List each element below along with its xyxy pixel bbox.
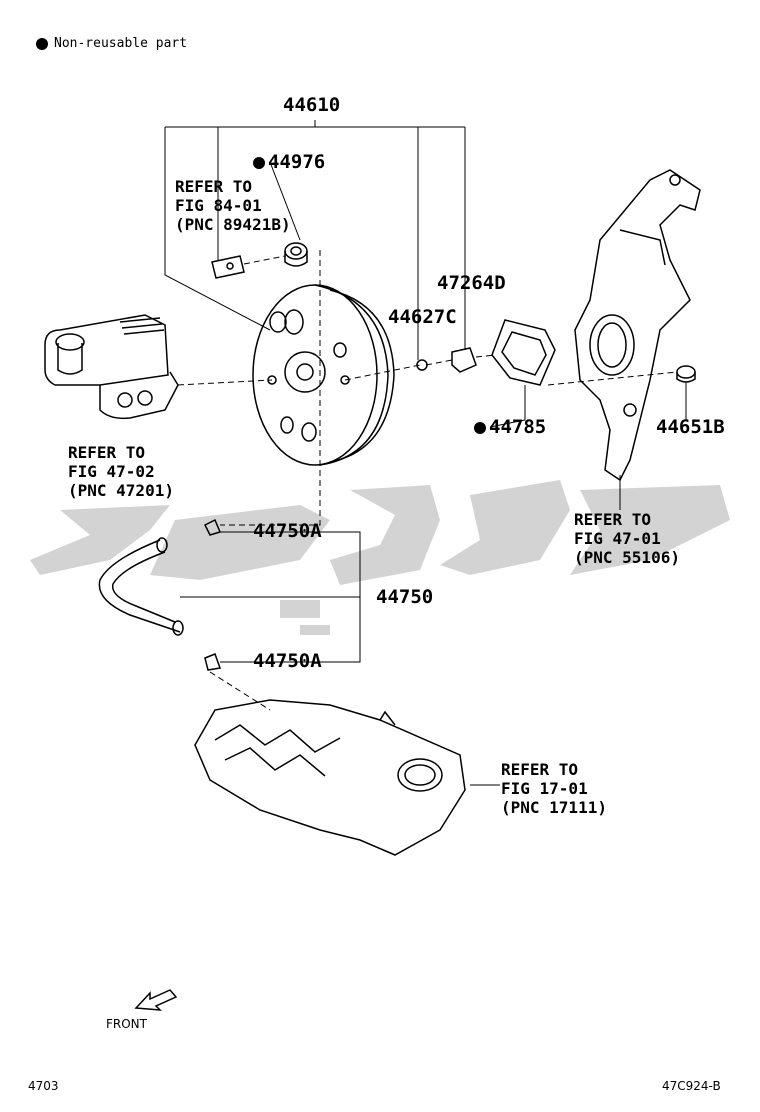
part-44651B: 44651B [656, 416, 725, 438]
part-44750A-top: 44750A [253, 520, 322, 542]
part-47264D: 47264D [437, 272, 506, 294]
master-cylinder [44, 314, 179, 420]
part-44976: 44976 [253, 153, 325, 172]
legend: Non-reusable part [36, 37, 187, 50]
dashed-lines [177, 250, 678, 711]
part-44785: 44785 [474, 418, 546, 437]
footer-right-code: 47C924-B [662, 1079, 721, 1093]
intake-manifold [194, 699, 466, 856]
bullet-icon [36, 37, 48, 50]
front-label: FRONT [106, 1017, 147, 1031]
brake-booster [252, 284, 395, 466]
leader-lines [164, 120, 687, 786]
part-44750: 44750 [376, 586, 434, 608]
watermark [30, 480, 730, 635]
footer-left-code: 4703 [28, 1079, 59, 1093]
legend-text: Non-reusable part [54, 36, 188, 51]
front-arrow-icon [134, 989, 178, 1011]
non-reusable-icon [253, 156, 265, 169]
refer-fig-84-01: REFER TO FIG 84-01 (PNC 89421B) [175, 177, 291, 234]
part-44627C: 44627C [388, 306, 457, 328]
refer-fig-47-01: REFER TO FIG 47-01 (PNC 55106) [574, 510, 680, 567]
non-reusable-icon [474, 421, 486, 434]
gasket [491, 319, 556, 386]
part-44610: 44610 [283, 94, 341, 116]
booster-bracket [574, 169, 701, 482]
refer-fig-47-02: REFER TO FIG 47-02 (PNC 47201) [68, 443, 174, 500]
part-44750A-bottom: 44750A [253, 650, 322, 672]
small-parts [211, 242, 696, 383]
refer-fig-17-01: REFER TO FIG 17-01 (PNC 17111) [501, 760, 607, 817]
